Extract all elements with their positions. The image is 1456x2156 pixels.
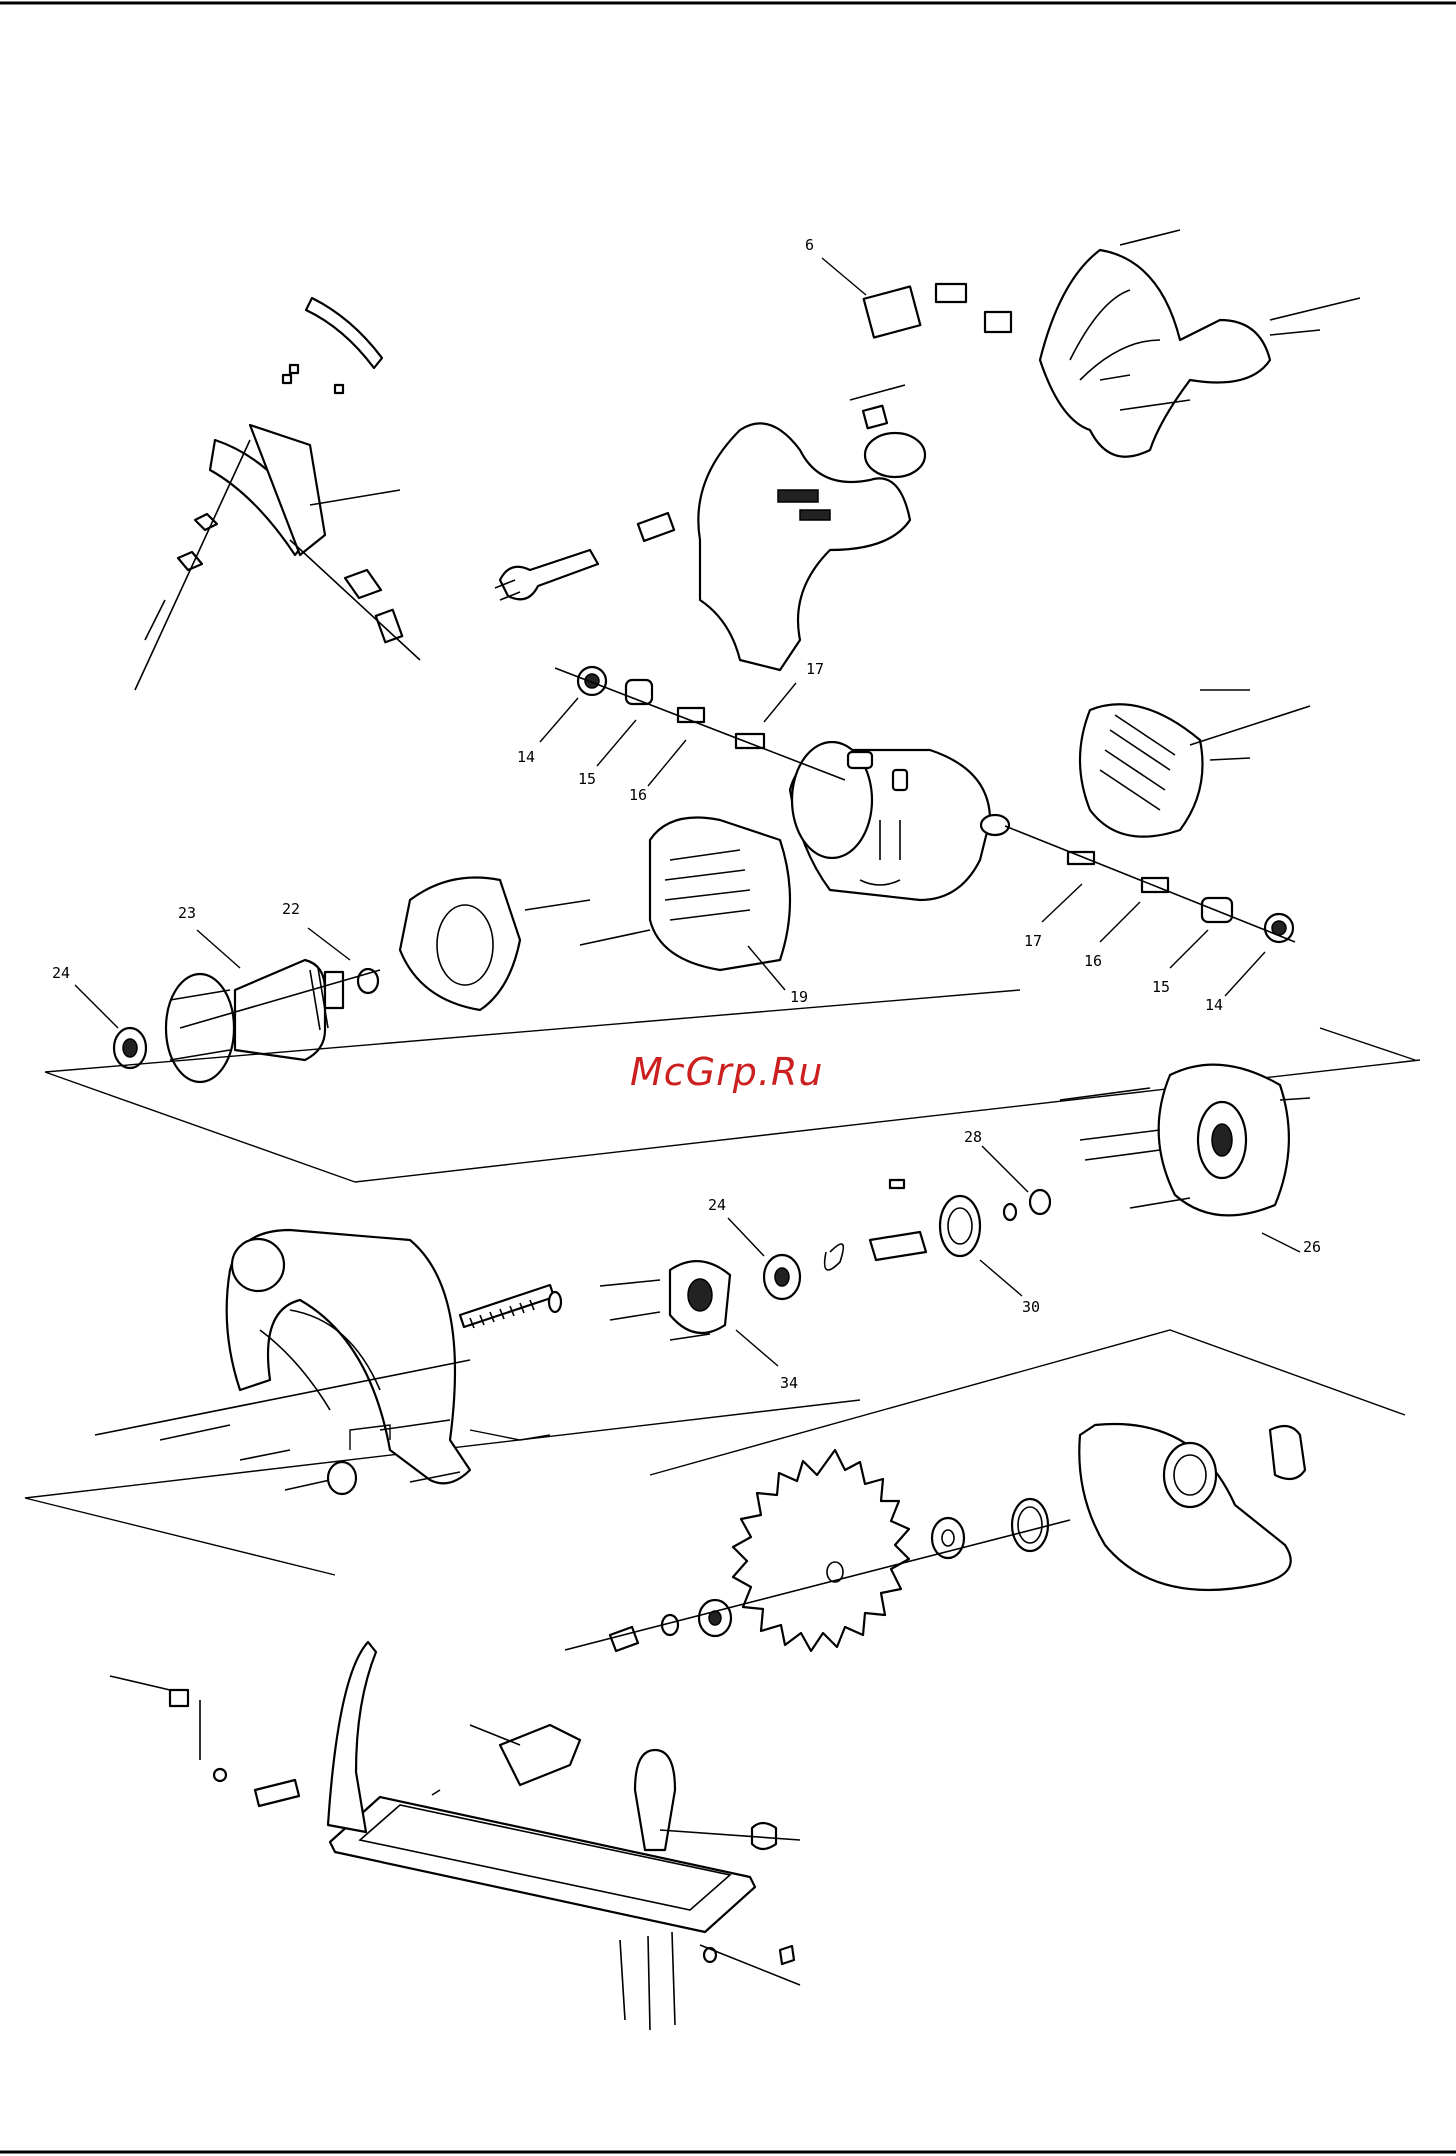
callout-23: 23 [178, 904, 196, 922]
callout-24-left: 24 [52, 964, 70, 982]
stator-group [400, 818, 790, 1011]
callout-16-lower: 16 [1084, 952, 1102, 970]
callout-16-upper: 16 [629, 786, 647, 804]
callout-15-upper: 15 [578, 770, 596, 788]
trigger-handle-group [135, 298, 420, 690]
handle-housing-group [495, 406, 925, 670]
callout-28: 28 [964, 1128, 982, 1146]
callout-19: 19 [790, 988, 808, 1006]
blade-group [565, 1424, 1305, 1651]
callout-24-right: 24 [708, 1196, 726, 1214]
callout-34: 34 [780, 1374, 798, 1392]
callout-17-lower: 17 [1024, 932, 1042, 950]
gearbox-group [600, 1065, 1310, 1340]
watermark-text: McGrp.Ru [630, 1050, 823, 1094]
switch-group [850, 284, 1011, 400]
callout-15-lower: 15 [1152, 978, 1170, 996]
armature-group [114, 960, 380, 1082]
callout-6: 6 [805, 236, 814, 254]
callout-22: 22 [282, 900, 300, 918]
callout-26: 26 [1303, 1238, 1321, 1256]
handle-half-group [1040, 230, 1360, 457]
base-plate-group [110, 1642, 800, 2030]
callout-17-upper: 17 [806, 660, 824, 678]
upper-guard-group [95, 1230, 561, 1494]
callout-14-lower: 14 [1205, 996, 1223, 1014]
callout-30: 30 [1022, 1298, 1040, 1316]
callout-14-upper: 14 [517, 748, 535, 766]
